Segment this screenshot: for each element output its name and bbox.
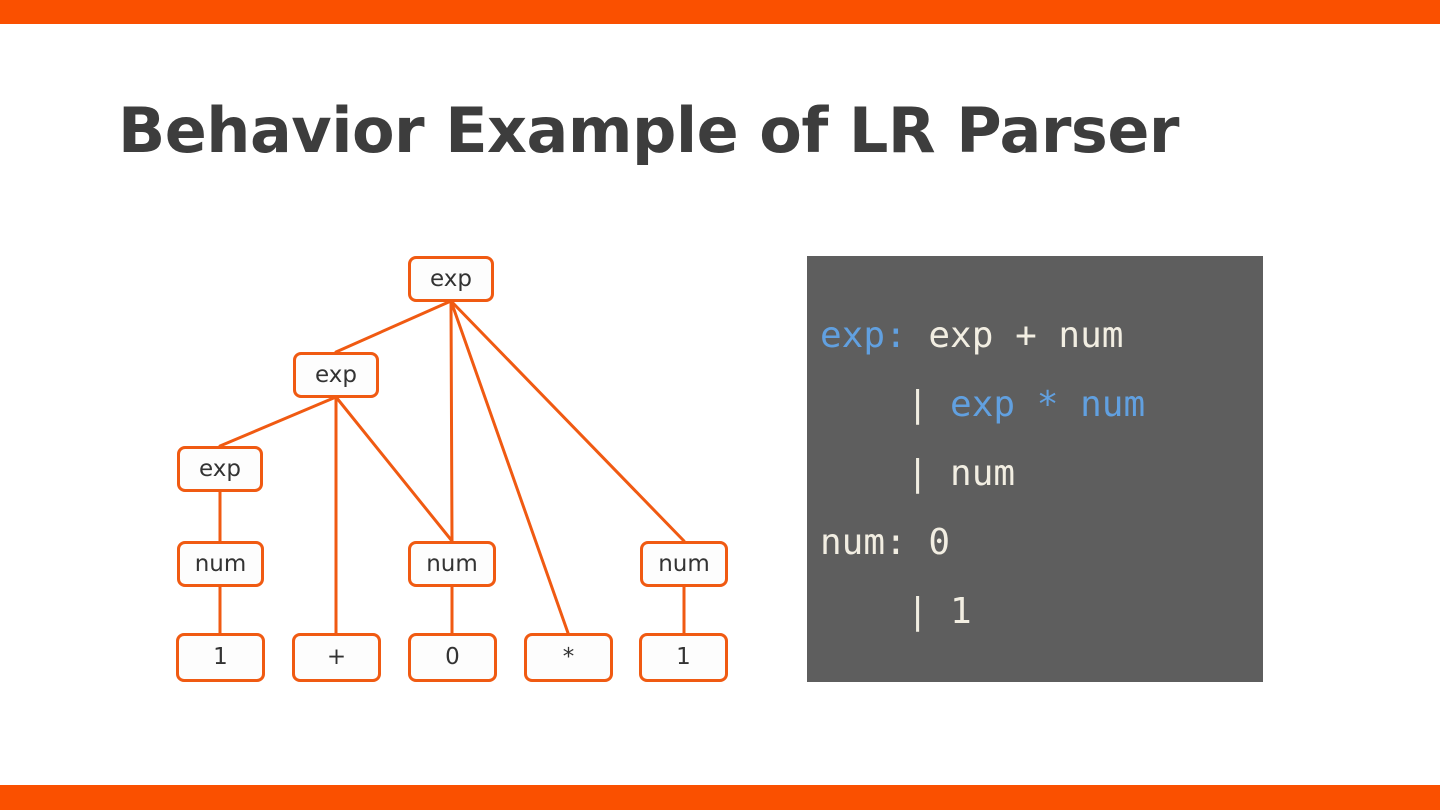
- tree-node-label: *: [562, 644, 575, 670]
- tree-node-num-right: num: [640, 541, 728, 587]
- tree-edge-exp-l2-to-num-mid: [334, 395, 454, 543]
- tree-node-exp-l3: exp: [177, 446, 263, 492]
- grammar-token: | num: [820, 453, 1016, 494]
- tree-node-label: num: [194, 550, 247, 577]
- tree-node-label: exp: [315, 361, 357, 388]
- tree-node-exp-root: exp: [408, 256, 494, 302]
- parse-tree-edges: [218, 299, 686, 635]
- tree-node-label: num: [658, 550, 710, 577]
- tree-node-label: 0: [445, 644, 460, 670]
- tree-node-leaf-0: 0: [408, 633, 497, 682]
- grammar-token: exp + num: [906, 315, 1124, 356]
- tree-edge-exp-root-to-num-right: [449, 299, 686, 543]
- grammar-line-4: num: 0: [820, 508, 1263, 577]
- grammar-token: exp * num: [950, 384, 1146, 425]
- grammar-line-2: | exp * num: [820, 370, 1263, 439]
- grammar-line-3: | num: [820, 439, 1263, 508]
- tree-node-leaf-star: *: [524, 633, 613, 682]
- grammar-code-panel: exp: exp + num | exp * num | num num: 0 |…: [807, 256, 1263, 682]
- tree-node-label: num: [426, 550, 478, 577]
- tree-edge-exp-root-to-leaf-star: [449, 299, 570, 635]
- grammar-line-1: exp: exp + num: [820, 301, 1263, 370]
- parse-tree-diagram: exp exp exp num num num 1 +0 * 1: [176, 256, 728, 682]
- tree-node-label: 1: [676, 644, 691, 670]
- grammar-line-5: | 1: [820, 577, 1263, 646]
- tree-node-num-left: num: [177, 541, 264, 587]
- tree-node-num-mid: num: [408, 541, 496, 587]
- tree-edge-exp-root-to-num-mid: [449, 299, 454, 543]
- tree-node-label: exp: [430, 265, 472, 292]
- tree-node-leaf-1a: 1: [176, 633, 265, 682]
- page-title: Behavior Example of LR Parser: [118, 94, 1179, 167]
- top-accent-bar: [0, 0, 1440, 24]
- bottom-accent-bar: [0, 785, 1440, 810]
- tree-node-label: +: [326, 644, 347, 670]
- tree-node-leaf-1b: 1: [639, 633, 728, 682]
- tree-node-label: 1: [213, 644, 228, 670]
- tree-edge-exp-l2-to-exp-l3: [218, 395, 338, 448]
- grammar-token: num: 0: [820, 522, 951, 563]
- tree-edge-exp-root-to-exp-l2: [334, 299, 453, 354]
- tree-node-label: exp: [199, 455, 241, 482]
- tree-node-leaf-plus: +: [292, 633, 381, 682]
- tree-node-exp-l2: exp: [293, 352, 379, 398]
- grammar-token: |: [820, 384, 951, 425]
- grammar-token: exp:: [820, 315, 907, 356]
- grammar-token: | 1: [820, 591, 972, 632]
